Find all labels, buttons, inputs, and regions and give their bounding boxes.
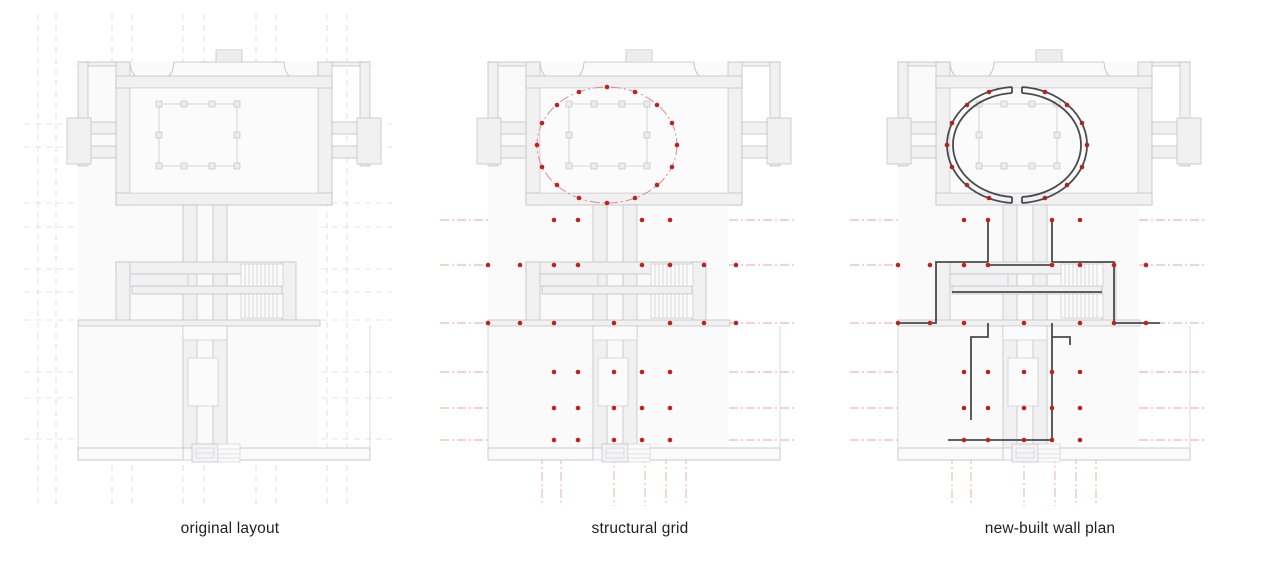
structural-nodes-ellipse: [944, 89, 1090, 201]
plan-panel-structural-grid: [430, 0, 850, 520]
plan-drawing-original: [24, 14, 392, 506]
existing-building-walls: [476, 49, 792, 463]
existing-building-walls: [66, 49, 382, 463]
plan-panel-new-built-wall: [840, 0, 1260, 520]
structural-nodes-ellipse: [534, 84, 680, 206]
structural-nodes-grid: [485, 217, 739, 443]
caption-original-layout: original layout: [180, 520, 280, 537]
caption-new-built-wall-plan: new-built wall plan: [984, 520, 1116, 537]
plan-drawing-structural: [440, 49, 796, 506]
plan-panel-original-layout: [20, 0, 440, 520]
existing-building-walls: [886, 49, 1202, 463]
structural-nodes-grid: [895, 217, 1149, 443]
caption-structural-grid: structural grid: [591, 520, 689, 537]
plan-drawing-new-walls: [850, 49, 1206, 506]
